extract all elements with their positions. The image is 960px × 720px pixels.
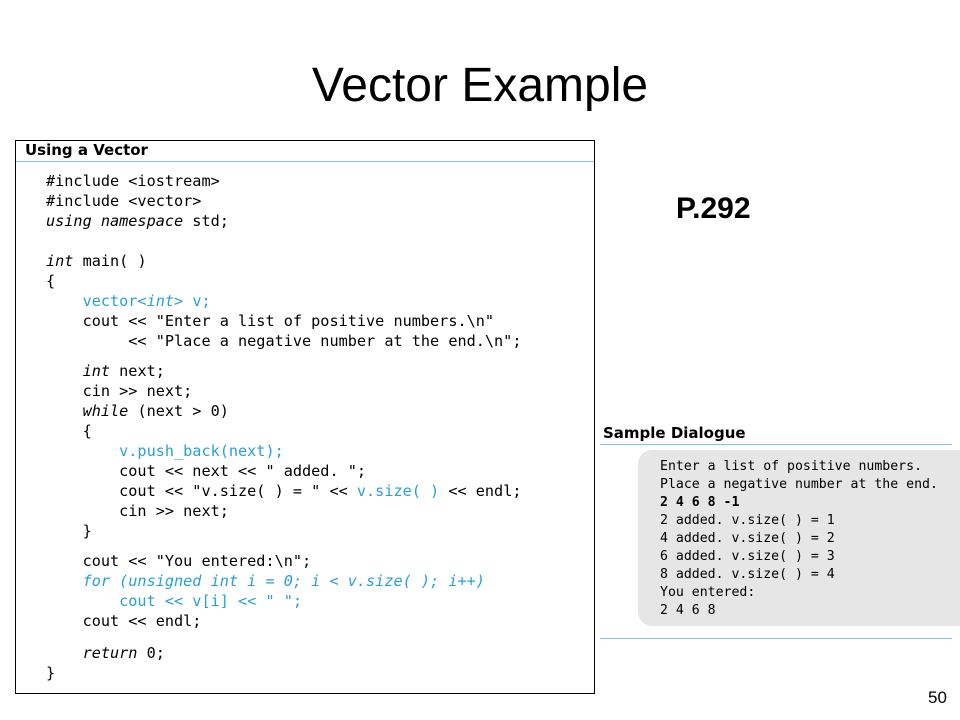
code-token: } bbox=[46, 664, 56, 682]
code-line: } bbox=[46, 664, 55, 682]
slide-title: Vector Example bbox=[311, 59, 649, 112]
code-token: cout << v[i] << " "; bbox=[46, 592, 303, 610]
code-line: cin >> next; bbox=[46, 502, 229, 520]
slide-number: 50 bbox=[928, 688, 947, 707]
dialogue-header: Sample Dialogue bbox=[603, 424, 746, 442]
dialogue-line: You entered: bbox=[660, 585, 756, 600]
code-line: v.push_back(next); bbox=[46, 442, 284, 460]
code-token: std; bbox=[183, 212, 229, 230]
code-token: cin >> next; bbox=[46, 382, 193, 400]
code-line: return 0; bbox=[46, 644, 165, 662]
dialogue-line: 8 added. v.size( ) = 4 bbox=[660, 567, 835, 582]
code-token: v.push_back(next); bbox=[46, 442, 284, 460]
dialogue-output-box: Enter a list of positive numbers. Place a… bbox=[638, 450, 960, 626]
code-token: for (unsigned int i = 0; i < v.size( ); … bbox=[46, 572, 485, 590]
code-token: #include <vector> bbox=[46, 192, 202, 210]
code-token: cout << endl; bbox=[46, 612, 202, 630]
code-line: cout << v[i] << " "; bbox=[46, 592, 302, 610]
code-panel: Using a Vector #include <iostream> #inclu… bbox=[15, 140, 595, 694]
code-token bbox=[46, 644, 83, 662]
code-token: while bbox=[82, 402, 129, 420]
code-token: (next > 0) bbox=[128, 402, 229, 420]
code-token: int bbox=[146, 292, 175, 310]
code-panel-header: Using a Vector bbox=[25, 141, 148, 159]
code-line: cout << "Enter a list of positive number… bbox=[46, 312, 494, 330]
code-token: cout << "Enter a list of positive number… bbox=[46, 312, 495, 330]
code-line: #include <iostream> bbox=[46, 172, 220, 190]
code-line: cout << next << " added. "; bbox=[46, 462, 366, 480]
code-line: while (next > 0) bbox=[46, 402, 229, 420]
code-line: } bbox=[46, 522, 92, 540]
code-token: > v; bbox=[174, 292, 211, 310]
code-token: using namespace bbox=[46, 212, 184, 230]
dialogue-header-rule bbox=[600, 444, 952, 445]
dialogue-line: Enter a list of positive numbers. bbox=[660, 459, 923, 474]
code-token: v.size( ) bbox=[356, 482, 440, 500]
code-line: using namespace std; bbox=[46, 212, 229, 230]
code-token: main( ) bbox=[73, 252, 147, 270]
code-token: int bbox=[46, 252, 74, 270]
dialogue-footer-rule bbox=[600, 638, 952, 639]
code-line: { bbox=[46, 422, 92, 440]
code-line: cin >> next; bbox=[46, 382, 193, 400]
dialogue-line: 2 4 6 8 bbox=[660, 603, 716, 618]
code-token: { bbox=[46, 272, 56, 290]
dialogue-line: 2 4 6 8 -1 bbox=[660, 495, 740, 510]
code-token: vector< bbox=[46, 292, 147, 310]
code-line: int main( ) bbox=[46, 252, 147, 270]
code-token: int bbox=[82, 362, 111, 380]
dialogue-line: 6 added. v.size( ) = 3 bbox=[660, 549, 835, 564]
code-token bbox=[46, 402, 83, 420]
dialogue-line: Place a negative number at the end. bbox=[660, 477, 938, 492]
code-token: cin >> next; bbox=[46, 502, 229, 520]
code-token: { bbox=[46, 422, 92, 440]
code-token: cout << "You entered:\n"; bbox=[46, 552, 312, 570]
code-token: next; bbox=[110, 362, 165, 380]
code-line: for (unsigned int i = 0; i < v.size( ); … bbox=[46, 572, 485, 590]
code-token: 0; bbox=[137, 644, 165, 662]
code-line: #include <vector> bbox=[46, 192, 201, 210]
code-token: #include <iostream> bbox=[46, 172, 220, 190]
code-line: cout << "You entered:\n"; bbox=[46, 552, 312, 570]
code-line: { bbox=[46, 272, 55, 290]
code-line: vector<int> v; bbox=[46, 292, 211, 310]
code-line: cout << "v.size( ) = " << v.size( ) << e… bbox=[46, 482, 521, 500]
page-reference: P.292 bbox=[676, 192, 751, 225]
dialogue-line: 2 added. v.size( ) = 1 bbox=[660, 513, 835, 528]
dialogue-line: 4 added. v.size( ) = 2 bbox=[660, 531, 835, 546]
code-token bbox=[46, 362, 83, 380]
code-token: } bbox=[46, 522, 92, 540]
code-line: int next; bbox=[46, 362, 165, 380]
code-token: cout << "v.size( ) = " << bbox=[46, 482, 357, 500]
code-token: << "Place a negative number at the end.\… bbox=[46, 332, 522, 350]
code-line: cout << endl; bbox=[46, 612, 202, 630]
code-header-rule bbox=[16, 161, 594, 162]
code-line: << "Place a negative number at the end.\… bbox=[46, 332, 521, 350]
code-token: cout << next << " added. "; bbox=[46, 462, 367, 480]
code-token: return bbox=[82, 644, 138, 662]
code-token: << endl; bbox=[439, 482, 522, 500]
